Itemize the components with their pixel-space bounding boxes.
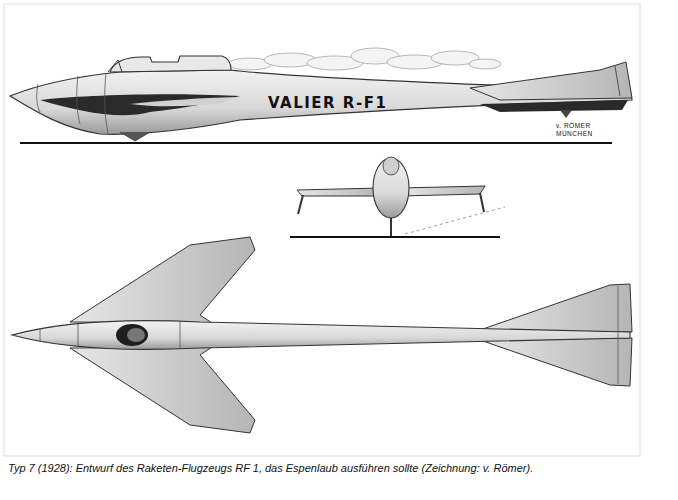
top-view bbox=[12, 237, 632, 433]
fuselage-inscription: VALIER R-F1 bbox=[268, 94, 387, 112]
frame bbox=[4, 4, 640, 456]
artist-signature: v. RÖMER bbox=[556, 122, 591, 129]
artist-signature: MÜNCHEN bbox=[556, 130, 593, 137]
side-view bbox=[10, 48, 632, 143]
figure-caption: Typ 7 (1928): Entwurf des Raketen-Flugze… bbox=[8, 462, 533, 474]
front-view bbox=[290, 157, 505, 237]
